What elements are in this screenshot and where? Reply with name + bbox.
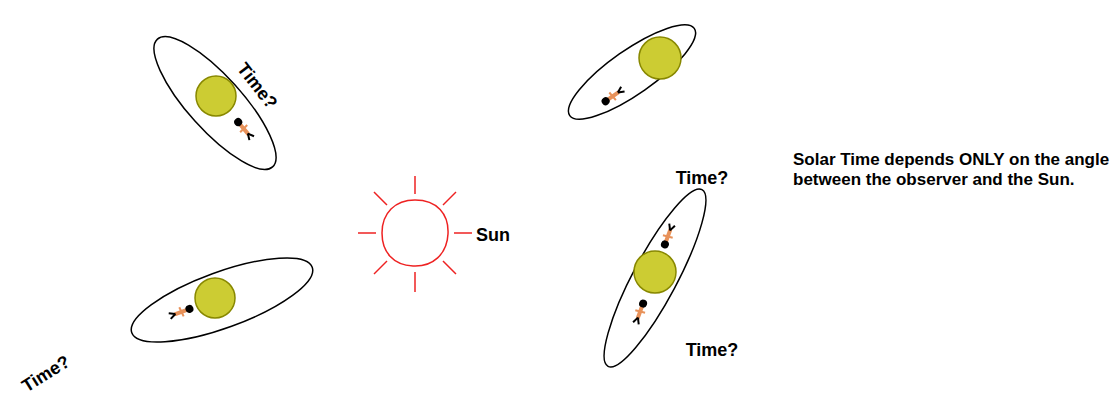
question-label: Time?	[686, 340, 739, 361]
explanation-note: Solar Time depends ONLY on the angle bet…	[793, 150, 1111, 189]
earth-position	[557, 10, 707, 133]
sun-label: Sun	[476, 225, 510, 246]
earth-position	[122, 241, 322, 359]
earth-position	[137, 21, 292, 185]
sun-symbol	[358, 176, 472, 292]
question-label: Time?	[676, 168, 729, 189]
question-label: Time?	[18, 352, 74, 397]
